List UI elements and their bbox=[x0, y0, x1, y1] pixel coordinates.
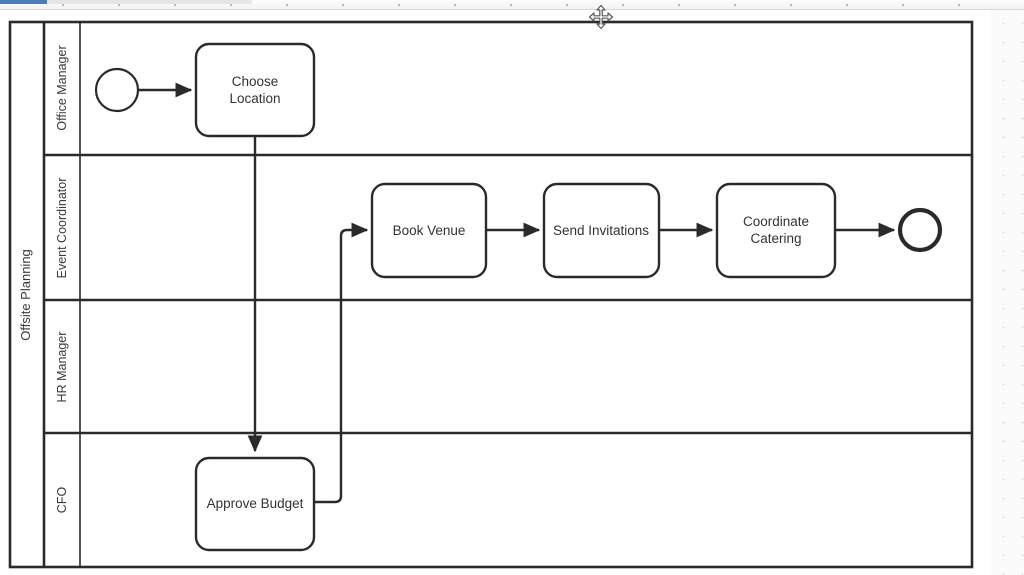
horizontal-ruler[interactable] bbox=[0, 0, 1024, 10]
task-coordinate-catering[interactable]: Coordinate Catering bbox=[715, 182, 837, 279]
lane-dividers bbox=[44, 22, 972, 567]
ruler-page-band bbox=[47, 0, 252, 4]
task-choose-location-label-line1: Choose bbox=[232, 74, 279, 89]
end-event-circle[interactable] bbox=[897, 207, 943, 253]
task-coordinate-catering-box[interactable] bbox=[715, 182, 837, 279]
task-book-venue-label: Book Venue bbox=[393, 223, 466, 238]
lane-label-office-manager: Office Manager bbox=[55, 45, 69, 130]
pool-title-label: Offsite Planning bbox=[18, 249, 33, 341]
lane-label-hr-manager: HR Manager bbox=[55, 332, 69, 403]
task-send-invitations-box[interactable] bbox=[542, 182, 661, 279]
pool-offsite-planning[interactable]: Offsite Planning bbox=[8, 20, 974, 569]
task-approve-budget-label: Approve Budget bbox=[207, 496, 304, 511]
sequence-flows bbox=[138, 82, 896, 504]
task-choose-location-box[interactable] bbox=[194, 42, 316, 138]
task-approve-budget-box[interactable] bbox=[194, 456, 316, 552]
task-send-invitations[interactable]: Send Invitations bbox=[542, 182, 661, 279]
task-choose-location-label-line2: Location bbox=[229, 91, 280, 106]
pool-border[interactable] bbox=[8, 20, 974, 569]
task-coordinate-catering-label-line2: Catering bbox=[750, 231, 801, 246]
flow-approve-budget-to-book-venue[interactable] bbox=[314, 222, 369, 504]
lane-label-cfo: CFO bbox=[55, 487, 69, 514]
task-book-venue-box[interactable] bbox=[370, 182, 488, 279]
task-coordinate-catering-label-line1: Coordinate bbox=[743, 214, 809, 229]
start-event[interactable] bbox=[94, 67, 140, 113]
lane-label-event-coordinator: Event Coordinator bbox=[55, 178, 69, 279]
task-book-venue[interactable]: Book Venue bbox=[370, 182, 488, 279]
move-cursor bbox=[588, 4, 614, 30]
lane-labels: Office Manager Event Coordinator HR Mana… bbox=[55, 45, 69, 513]
task-send-invitations-label: Send Invitations bbox=[553, 223, 649, 238]
start-event-circle[interactable] bbox=[94, 67, 140, 113]
end-event[interactable] bbox=[897, 207, 943, 253]
active-tab-indicator[interactable] bbox=[0, 0, 47, 4]
task-approve-budget[interactable]: Approve Budget bbox=[194, 456, 316, 552]
ruler-ticks bbox=[62, 4, 960, 6]
task-choose-location[interactable]: Choose Location bbox=[194, 42, 316, 138]
move-four-arrows-icon bbox=[588, 4, 614, 30]
